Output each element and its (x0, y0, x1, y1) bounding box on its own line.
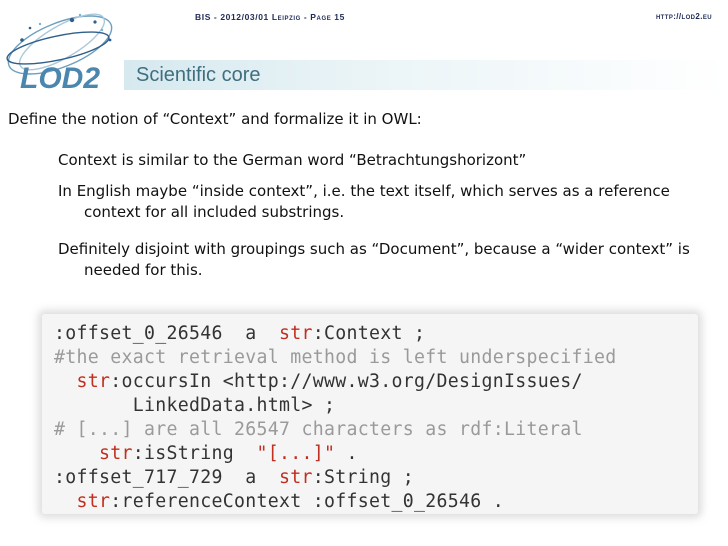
main-point: Define the notion of “Context” and forma… (8, 110, 422, 128)
code-line-3: str:occursIn <http://www.w3.org/DesignIs… (76, 371, 583, 392)
header-url[interactable]: http://lod2.eu (655, 12, 712, 21)
code-line-1: :offset_0_26546 a str:Context ; (54, 323, 426, 344)
title-bar: Scientific core (124, 60, 728, 90)
code-line-8: str:referenceContext :offset_0_26546 . (76, 491, 504, 512)
lod2-logo: LOD2 (6, 13, 113, 95)
code-snippet: :offset_0_26546 a str:Context ; #the exa… (42, 314, 698, 514)
code-line-5: # [...] are all 26547 characters as rdf:… (54, 419, 583, 440)
header-info: BIS - 2012/03/01 Leipzig - Page 15 (195, 12, 345, 22)
code-line-4: LinkedData.html> ; (54, 395, 336, 416)
code-line-7: :offset_717_729 a str:String ; (54, 467, 414, 488)
sub-point-3: Definitely disjoint with groupings such … (58, 240, 690, 279)
logo-text: LOD2 (20, 62, 100, 95)
sub-point-2: In English maybe “inside context”, i.e. … (58, 182, 670, 221)
code-line-6: str:isString "[...]" . (99, 443, 358, 464)
sub-point-1: Context is similar to the German word “B… (58, 151, 527, 169)
slide-title: Scientific core (136, 64, 261, 86)
code-line-2: #the exact retrieval method is left unde… (54, 347, 617, 368)
